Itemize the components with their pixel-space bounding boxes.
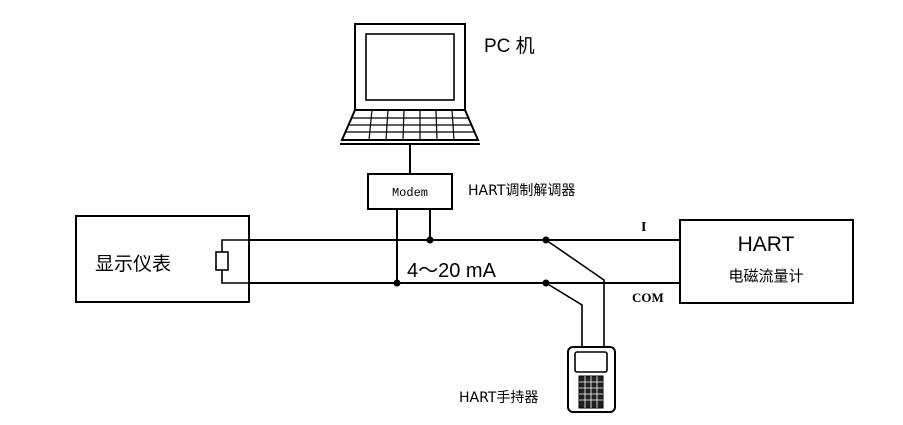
pc-label: PC 机 bbox=[484, 35, 535, 57]
display-instrument-label: 显示仪表 bbox=[95, 253, 171, 275]
modem-box-label: Modem bbox=[392, 186, 428, 200]
handheld-communicator-icon bbox=[567, 346, 616, 413]
terminal-i-label: I bbox=[641, 220, 646, 235]
current-loop-label: 4～20 mA bbox=[407, 260, 497, 282]
modem-leads bbox=[396, 209, 431, 283]
modem-box bbox=[367, 173, 453, 210]
load-resistor-icon bbox=[215, 239, 249, 284]
flowmeter-description: 电磁流量计 bbox=[728, 267, 803, 285]
handheld-leads bbox=[545, 239, 605, 348]
flowmeter-box bbox=[679, 219, 854, 304]
terminal-com-label: COM bbox=[632, 290, 664, 305]
pc-laptop-icon bbox=[340, 23, 480, 145]
display-instrument-box bbox=[75, 215, 250, 303]
flowmeter-title: HART bbox=[738, 233, 795, 256]
handheld-label: HART手持器 bbox=[459, 390, 538, 406]
current-loop-wires bbox=[249, 239, 680, 284]
modem-description: HART调制解调器 bbox=[468, 183, 575, 199]
